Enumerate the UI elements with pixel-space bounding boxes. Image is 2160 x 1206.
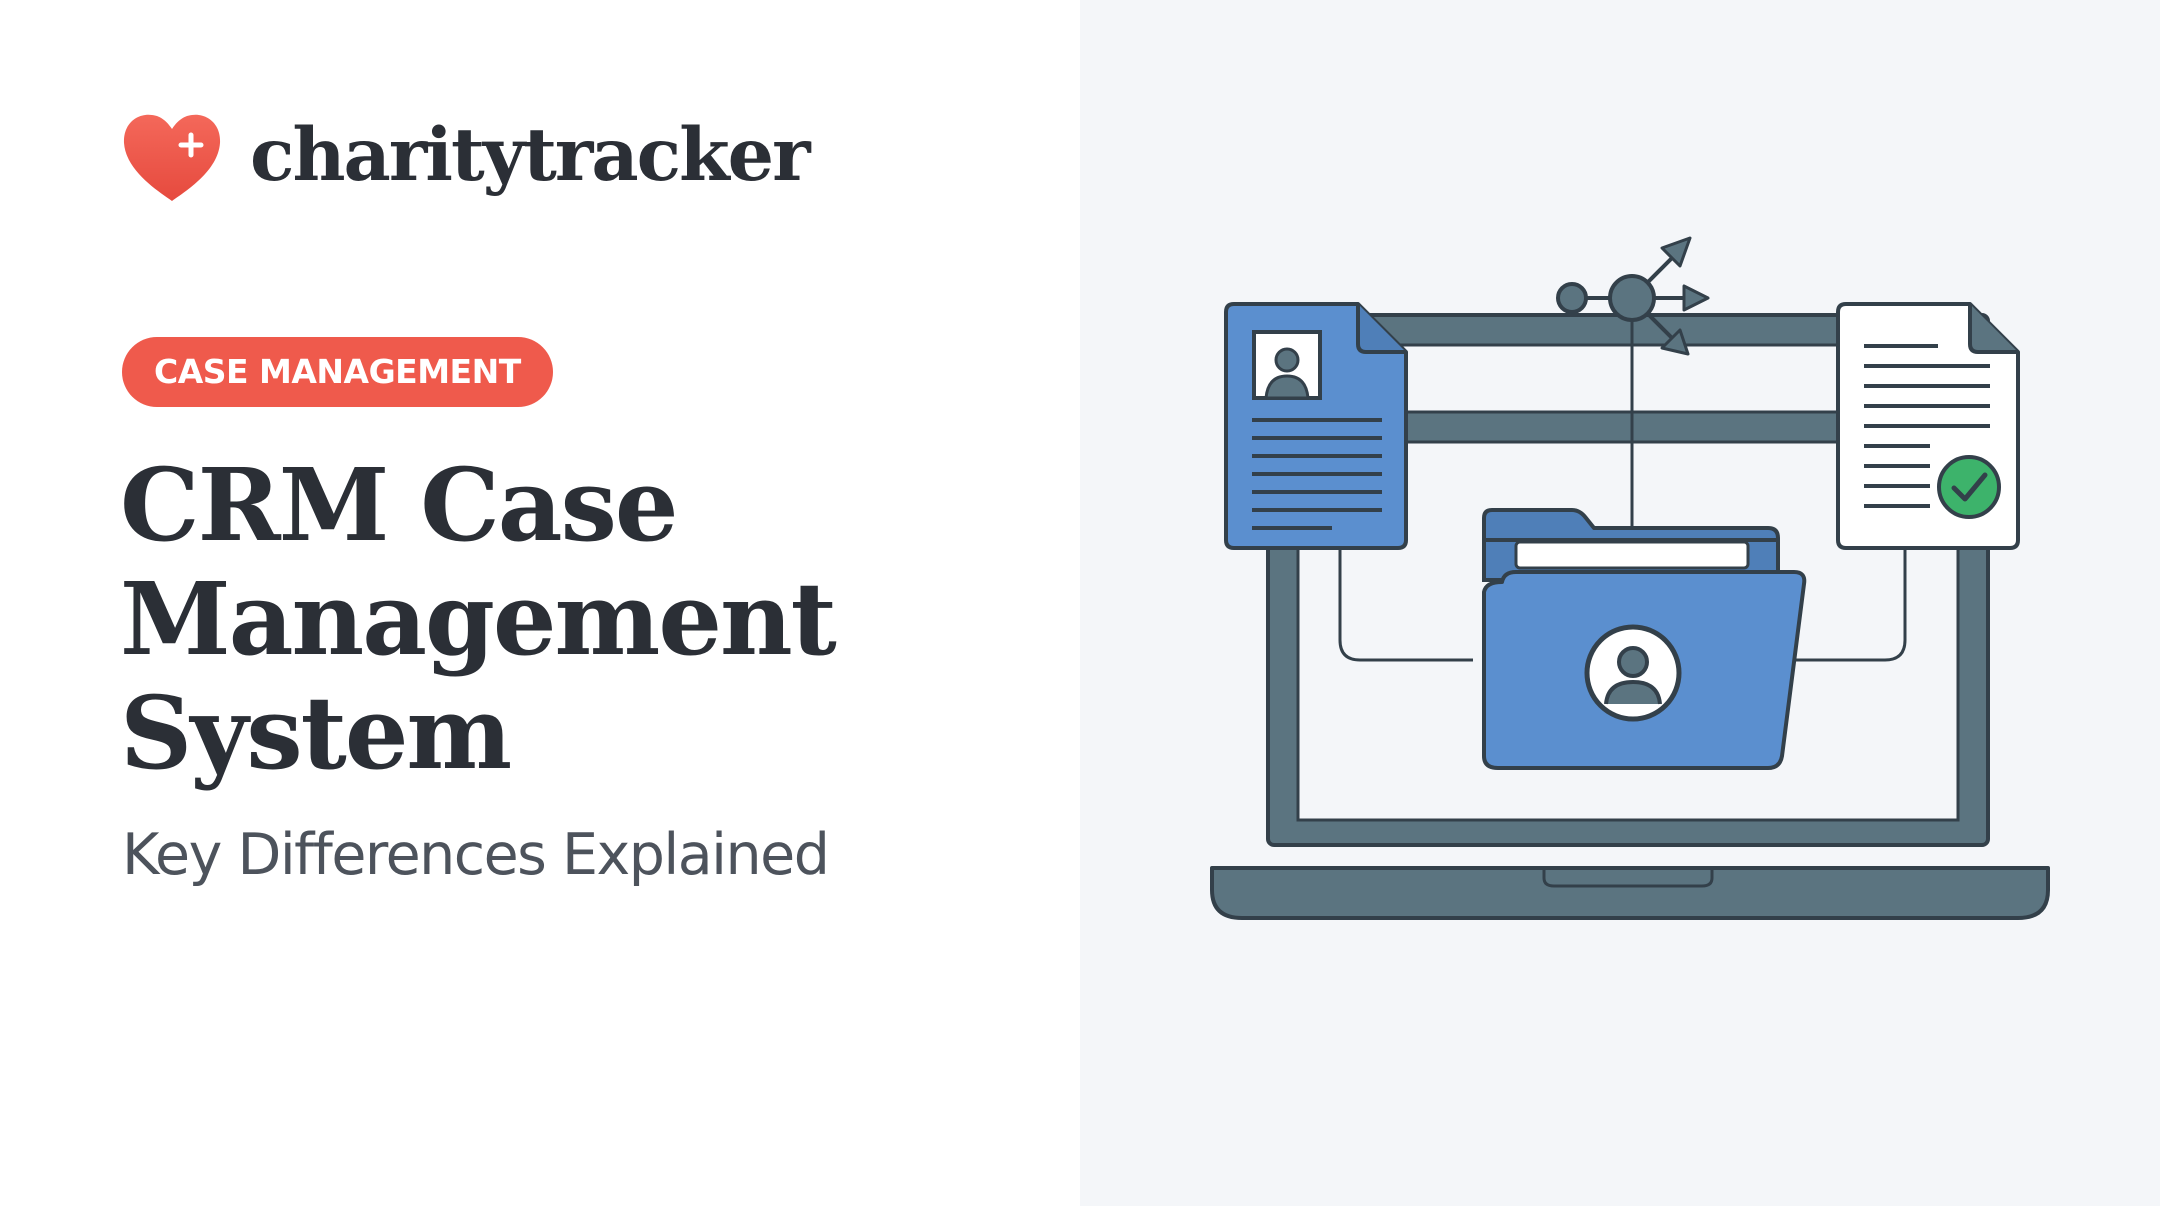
user-folder-icon bbox=[1482, 508, 1807, 770]
crm-illustration bbox=[1210, 236, 2050, 920]
title-line: System bbox=[120, 674, 512, 792]
hero-text-panel: charitytracker CASE MANAGEMENT CRM Case … bbox=[120, 108, 1020, 888]
network-share-icon bbox=[1556, 236, 1710, 538]
checkmark-icon bbox=[1937, 455, 2001, 519]
brand-name: charitytracker bbox=[250, 111, 811, 198]
title-line: CRM Case bbox=[120, 446, 679, 564]
brand-lockup[interactable]: charitytracker bbox=[120, 108, 811, 208]
page-title: CRM Case Management System bbox=[120, 448, 1020, 790]
checked-document-icon bbox=[1836, 302, 2020, 550]
profile-document-icon bbox=[1224, 302, 1408, 550]
heart-plus-icon bbox=[123, 114, 221, 201]
page-subtitle: Key Differences Explained bbox=[122, 822, 830, 888]
category-badge: CASE MANAGEMENT bbox=[122, 337, 553, 407]
title-line: Management bbox=[120, 560, 837, 678]
